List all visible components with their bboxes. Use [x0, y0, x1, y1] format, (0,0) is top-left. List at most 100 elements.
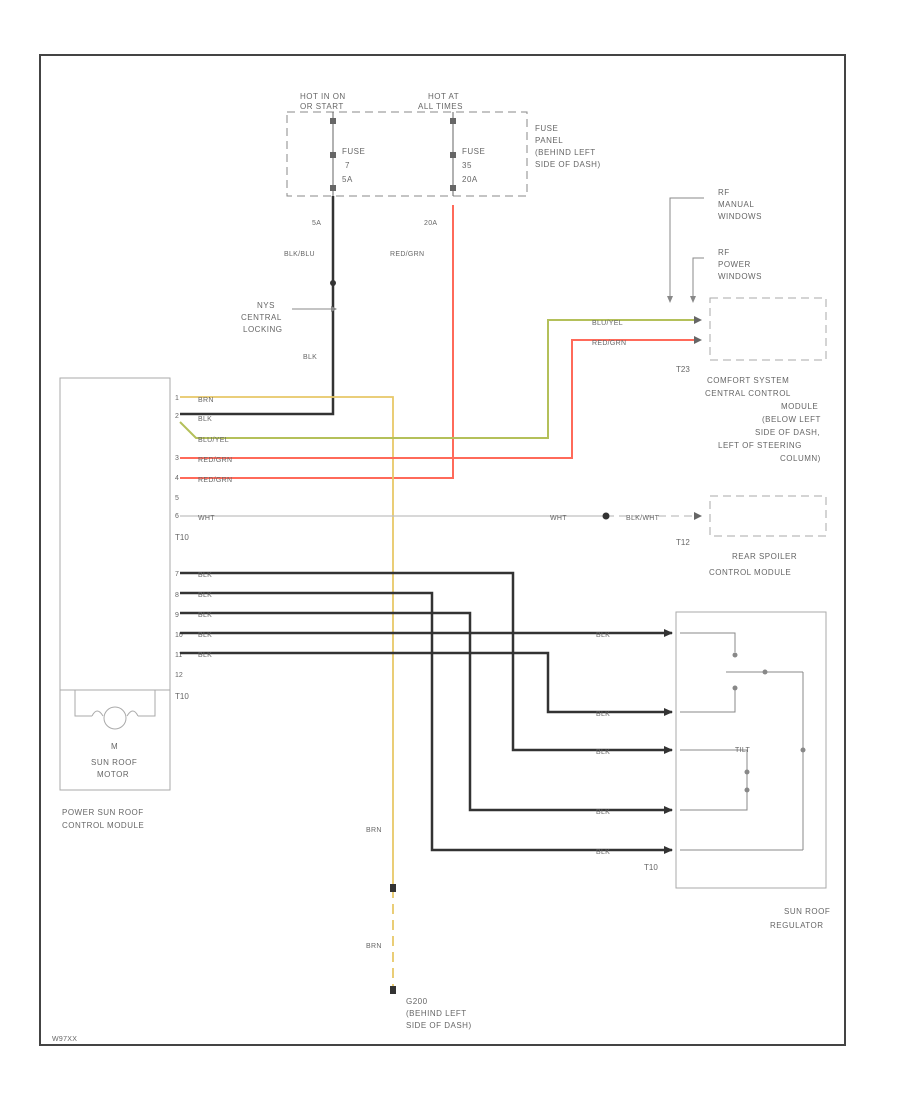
pin-12: 12	[175, 672, 183, 679]
pin-4: 4	[175, 475, 179, 482]
ground-label-1: (BEHIND LEFT	[406, 1009, 467, 1018]
wire-label-red-grn-r: RED/GRN	[592, 340, 626, 347]
pin-3: 3	[175, 455, 179, 462]
wire-label-blk: BLK	[303, 354, 317, 361]
arrow-icon	[694, 336, 702, 344]
arrow-icon	[694, 316, 702, 324]
wire-label-blk-blu: BLK/BLU	[284, 251, 315, 258]
wire-red-grn-feed	[180, 205, 454, 479]
regulator-arrows	[664, 629, 673, 854]
wire-label-blk-4: BLK	[198, 632, 212, 639]
fuse-35: FUSE 35 20A	[450, 112, 485, 196]
connector-t10-regulator: T10	[644, 863, 658, 872]
sunroof-motor: M SUN ROOF MOTOR	[74, 690, 156, 779]
fuse-35-label: FUSE	[462, 147, 485, 156]
comfort-label-4: (BELOW LEFT	[762, 415, 821, 424]
fuse-panel-label-2: PANEL	[535, 136, 563, 145]
pin-7: 7	[175, 571, 179, 578]
hot-run-label-2: OR START	[300, 102, 344, 111]
wire-label-blk-5: BLK	[198, 652, 212, 659]
regulator-label-2: REGULATOR	[770, 921, 824, 930]
pin-6: 6	[175, 513, 179, 520]
ground-label-2: SIDE OF DASH)	[406, 1021, 472, 1030]
arrow-icon	[664, 846, 673, 854]
fuse-35-number: 35	[462, 161, 472, 170]
splice-dot	[330, 280, 336, 286]
motor-label-2: MOTOR	[97, 770, 129, 779]
hot-run-label-1: HOT IN ON	[300, 92, 346, 101]
ref-power-3: WINDOWS	[718, 272, 762, 281]
connector-t12: T12	[676, 538, 690, 547]
regulator-switch-label: TILT	[735, 747, 750, 754]
fuse-7-number: 7	[345, 161, 350, 170]
comfort-system-module: T23 COMFORT SYSTEM CENTRAL CONTROL MODUL…	[676, 297, 827, 463]
wire-rating-5a: 5A	[312, 220, 321, 227]
comfort-label-5: SIDE OF DASH,	[755, 428, 820, 437]
wire-label-blk-r3: BLK	[596, 809, 610, 816]
wire-label-blk-r2: BLK	[596, 849, 610, 856]
arrow-down-icon	[690, 296, 696, 303]
wire-label-blk-top: BLK	[198, 416, 212, 423]
rear-spoiler-module: T12 REAR SPOILER CONTROL MODULE	[676, 495, 827, 577]
ground-terminal	[390, 986, 396, 994]
connector-t10-top: T10	[175, 533, 189, 542]
connector-t23: T23	[676, 365, 690, 374]
wire-brn	[180, 396, 394, 888]
wire-red-grn-comfort	[180, 339, 700, 459]
wire-blk-r1	[180, 571, 672, 752]
wire-label-blu-yel: BLU/YEL	[198, 437, 229, 444]
diagram-border	[39, 54, 846, 1046]
pin-11: 11	[175, 652, 182, 659]
wire-blk-r5	[180, 651, 672, 714]
ref-power-1: RF	[718, 248, 730, 257]
wire-label-brn-top: BRN	[198, 397, 214, 404]
wire-label-red-grn: RED/GRN	[390, 251, 424, 258]
fuse-7: FUSE 7 5A	[330, 112, 365, 196]
sunroof-control-module: M SUN ROOF MOTOR T10 T10 POWER SUN ROOF …	[59, 377, 189, 830]
ref-manual-1: RF	[718, 188, 730, 197]
wire-label-red-grn-2: RED/GRN	[198, 477, 232, 484]
hot-all-label-2: ALL TIMES	[418, 102, 463, 111]
arrow-icon	[664, 746, 673, 754]
fuse-panel-label-3: (BEHIND LEFT	[535, 148, 596, 157]
wire-label-blk-r1: BLK	[596, 749, 610, 756]
fuse-35-rating: 20A	[462, 175, 478, 184]
ref-power-windows-line	[692, 257, 704, 300]
comfort-label-3: MODULE	[781, 402, 818, 411]
pin-10: 10	[175, 632, 183, 639]
arrow-icon	[664, 629, 673, 637]
spoiler-label-2: CONTROL MODULE	[709, 568, 791, 577]
arrow-icon	[331, 306, 337, 312]
wire-blk-blu-feed	[180, 196, 335, 416]
pin-5: 5	[175, 495, 179, 502]
wire-label-red-grn-1: RED/GRN	[198, 457, 232, 464]
motor-letter: M	[111, 742, 118, 751]
wire-label-blk-wht: BLK/WHT	[626, 515, 660, 522]
wire-label-wht: WHT	[198, 515, 215, 522]
regulator-wires	[180, 571, 672, 852]
wire-blk-r3	[180, 611, 672, 812]
comfort-label-6: LEFT OF STEERING	[718, 441, 802, 450]
comfort-label-1: COMFORT SYSTEM	[707, 376, 789, 385]
wire-label-brn-mid: BRN	[366, 827, 382, 834]
regulator-wire-labels: BLK BLK BLK BLK BLK BLK BLK BLK BLK BLK	[198, 572, 610, 856]
arrow-icon	[664, 806, 673, 814]
module-label-2: CONTROL MODULE	[62, 821, 144, 830]
ref-manual-3: WINDOWS	[718, 212, 762, 221]
wire-label-blk-r5: BLK	[596, 711, 610, 718]
wire-rating-20a: 20A	[424, 220, 437, 227]
ref-manual-windows-line	[669, 197, 704, 300]
wire-label-blk-3: BLK	[198, 612, 212, 619]
ref-manual-2: MANUAL	[718, 200, 754, 209]
central-locking-label-3: LOCKING	[243, 325, 283, 334]
ground-id: G200	[406, 997, 428, 1006]
central-locking-label-2: CENTRAL	[241, 313, 282, 322]
pin-1: 1	[175, 395, 179, 402]
arrow-icon	[664, 708, 673, 716]
splice-point	[390, 884, 396, 892]
module-label-1: POWER SUN ROOF	[62, 808, 144, 817]
wire-blu-yel	[179, 319, 700, 439]
fuse-panel-label-4: SIDE OF DASH)	[535, 160, 601, 169]
fuse-panel: HOT IN ON OR START HOT AT ALL TIMES FUSE…	[286, 92, 601, 197]
